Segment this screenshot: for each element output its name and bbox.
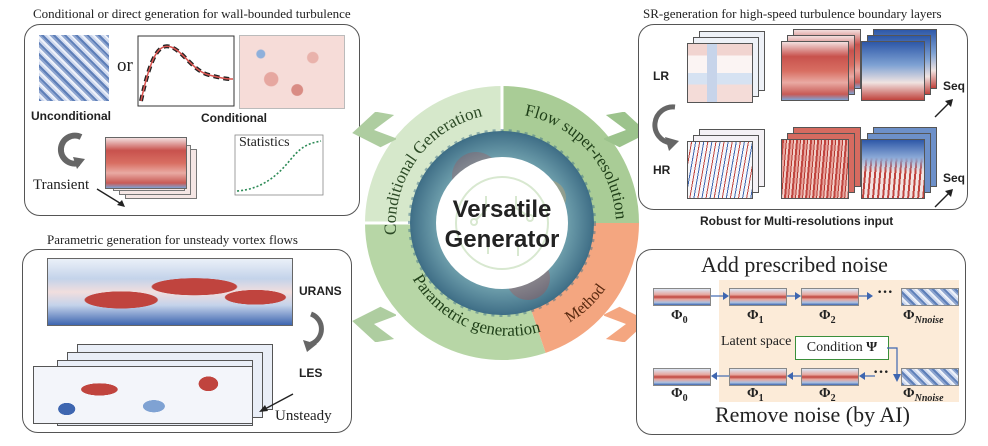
phi-0-top-strip xyxy=(653,288,711,306)
method-title: Add prescribed noise xyxy=(701,252,888,277)
panel-super-resolution: LR HR Seq Seq xyxy=(638,24,968,210)
chevron-left-bottom-icon xyxy=(352,306,396,342)
phi-0-top-label: Φ0 xyxy=(671,308,688,326)
urans-label: URANS xyxy=(299,284,342,298)
panel-conditional-generation: or Unconditional Conditional Statistics … xyxy=(24,24,360,216)
condition-box: Condition Ψ xyxy=(795,336,889,360)
conditional-label: Conditional xyxy=(201,111,267,125)
seq-top-label: Seq xyxy=(943,79,966,93)
center-title-line1: Versatile xyxy=(452,196,552,223)
center-title-line2: Generator xyxy=(444,226,560,253)
phi-1-top-strip xyxy=(729,288,787,306)
hr-red-field xyxy=(781,139,849,199)
unconditional-noise-image xyxy=(39,35,109,101)
hr-label: HR xyxy=(653,163,671,177)
statistics-label: Statistics xyxy=(239,135,290,150)
reverse-arrows-icon xyxy=(711,372,875,380)
panel-method: Add prescribed noise ··· Φ0 Φ1 Φ2 ΦNnois… xyxy=(636,249,966,435)
les-frame-front xyxy=(33,366,253,424)
hr-blue-field xyxy=(861,139,925,199)
hr-streak-field xyxy=(687,141,753,199)
unconditional-label: Unconditional xyxy=(31,109,111,123)
phi-2-top-strip xyxy=(801,288,859,306)
transient-label: Transient xyxy=(33,177,90,193)
phi-nnoise-top-strip xyxy=(901,288,959,306)
lr-pixel-grid xyxy=(687,43,753,103)
phi-2-top-label: Φ2 xyxy=(819,308,836,326)
ellipsis-top: ··· xyxy=(877,284,894,301)
phi-0-bottom-label: Φ0 xyxy=(671,386,688,404)
phi-nnoise-bottom-label: ΦNnoise xyxy=(903,386,944,404)
top-left-caption: Conditional or direct generation for wal… xyxy=(33,6,351,21)
urans-flow-field xyxy=(47,258,293,326)
ellipsis-bottom: ··· xyxy=(873,364,890,381)
forward-arrows-icon xyxy=(711,292,873,300)
chevron-left-top-icon xyxy=(352,112,396,148)
lr-label: LR xyxy=(653,69,669,83)
panel-parametric-generation: URANS LES Unsteady xyxy=(22,249,352,433)
seq-top-arrow-icon xyxy=(934,99,953,118)
robust-caption: Robust for Multi-resolutions input xyxy=(700,214,894,228)
statistics-plot xyxy=(234,134,324,196)
lr-red-field xyxy=(781,41,849,101)
phi-0-bottom-strip xyxy=(653,368,711,386)
conditional-profile-plot xyxy=(137,35,235,107)
latent-space-label: Latent space xyxy=(721,334,792,349)
versatile-generator-ring: Conditional Generation Flow super-resolu… xyxy=(363,84,641,362)
phi-nnoise-top-label: ΦNnoise xyxy=(903,308,944,326)
phi-nnoise-bottom-strip xyxy=(901,368,959,386)
phi-2-bottom-strip xyxy=(801,368,859,386)
phi-1-bottom-strip xyxy=(729,368,787,386)
or-label: or xyxy=(117,55,133,76)
conditional-field-image xyxy=(239,35,345,109)
phi-2-bottom-label: Φ2 xyxy=(819,386,836,404)
chevron-right-top-icon xyxy=(604,112,648,148)
method-footer: Remove noise (by AI) xyxy=(715,402,910,427)
condition-arrow-icon xyxy=(887,347,901,382)
transient-arrow-icon xyxy=(96,188,125,207)
phi-1-top-label: Φ1 xyxy=(747,308,764,326)
transient-field-front xyxy=(105,137,187,189)
unsteady-arrow-icon xyxy=(259,393,294,412)
seq-bottom-arrow-icon xyxy=(934,189,953,208)
seq-bottom-label: Seq xyxy=(943,171,966,185)
top-right-caption: SR-generation for high-speed turbulence … xyxy=(643,6,942,21)
unsteady-label: Unsteady xyxy=(275,408,332,424)
bottom-left-caption: Parametric generation for unsteady vorte… xyxy=(47,232,298,247)
lr-blue-field xyxy=(861,41,925,101)
les-label: LES xyxy=(299,366,323,380)
urans-to-les-arrow-icon xyxy=(303,311,324,352)
phi-1-bottom-label: Φ1 xyxy=(747,386,764,404)
lr-to-hr-arrow-icon xyxy=(652,104,679,151)
cycle-arrow-icon xyxy=(57,132,85,169)
